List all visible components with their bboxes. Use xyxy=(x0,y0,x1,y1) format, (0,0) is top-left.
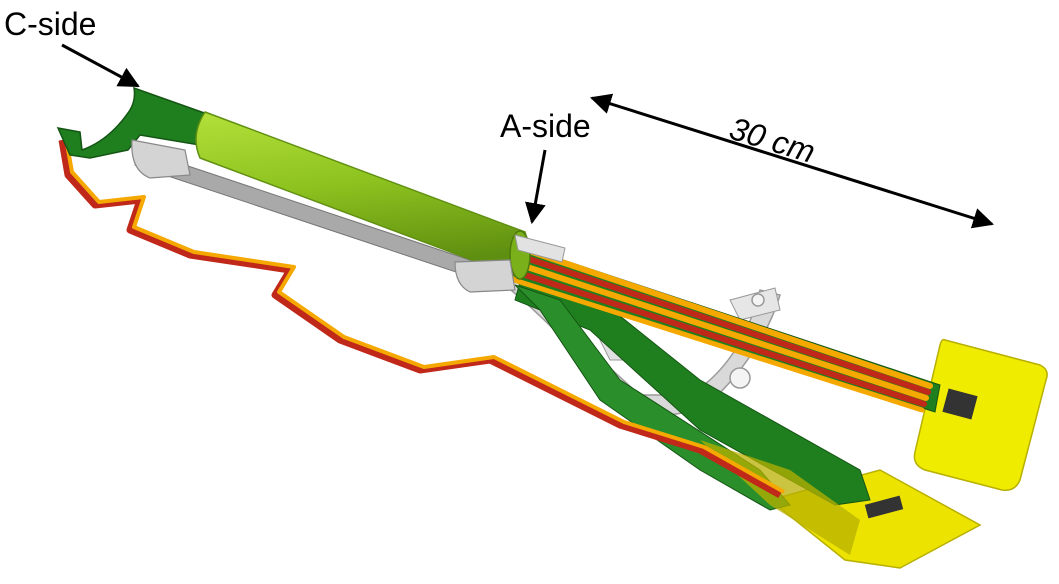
a-side-clamp xyxy=(514,234,566,263)
c-side-arrow xyxy=(61,43,140,88)
dimension-arrow xyxy=(589,93,995,229)
c-side-label: C-side xyxy=(4,6,97,42)
service-cable xyxy=(58,137,785,499)
connector-upper xyxy=(942,388,978,420)
a-side-label: A-side xyxy=(500,108,591,144)
readout-board-upper xyxy=(913,338,1048,492)
connector-lower xyxy=(864,495,904,519)
a-side-arrow xyxy=(525,149,547,225)
a-side-holder xyxy=(454,259,516,293)
signal-traces xyxy=(511,245,933,413)
c-side-holder xyxy=(131,139,191,179)
